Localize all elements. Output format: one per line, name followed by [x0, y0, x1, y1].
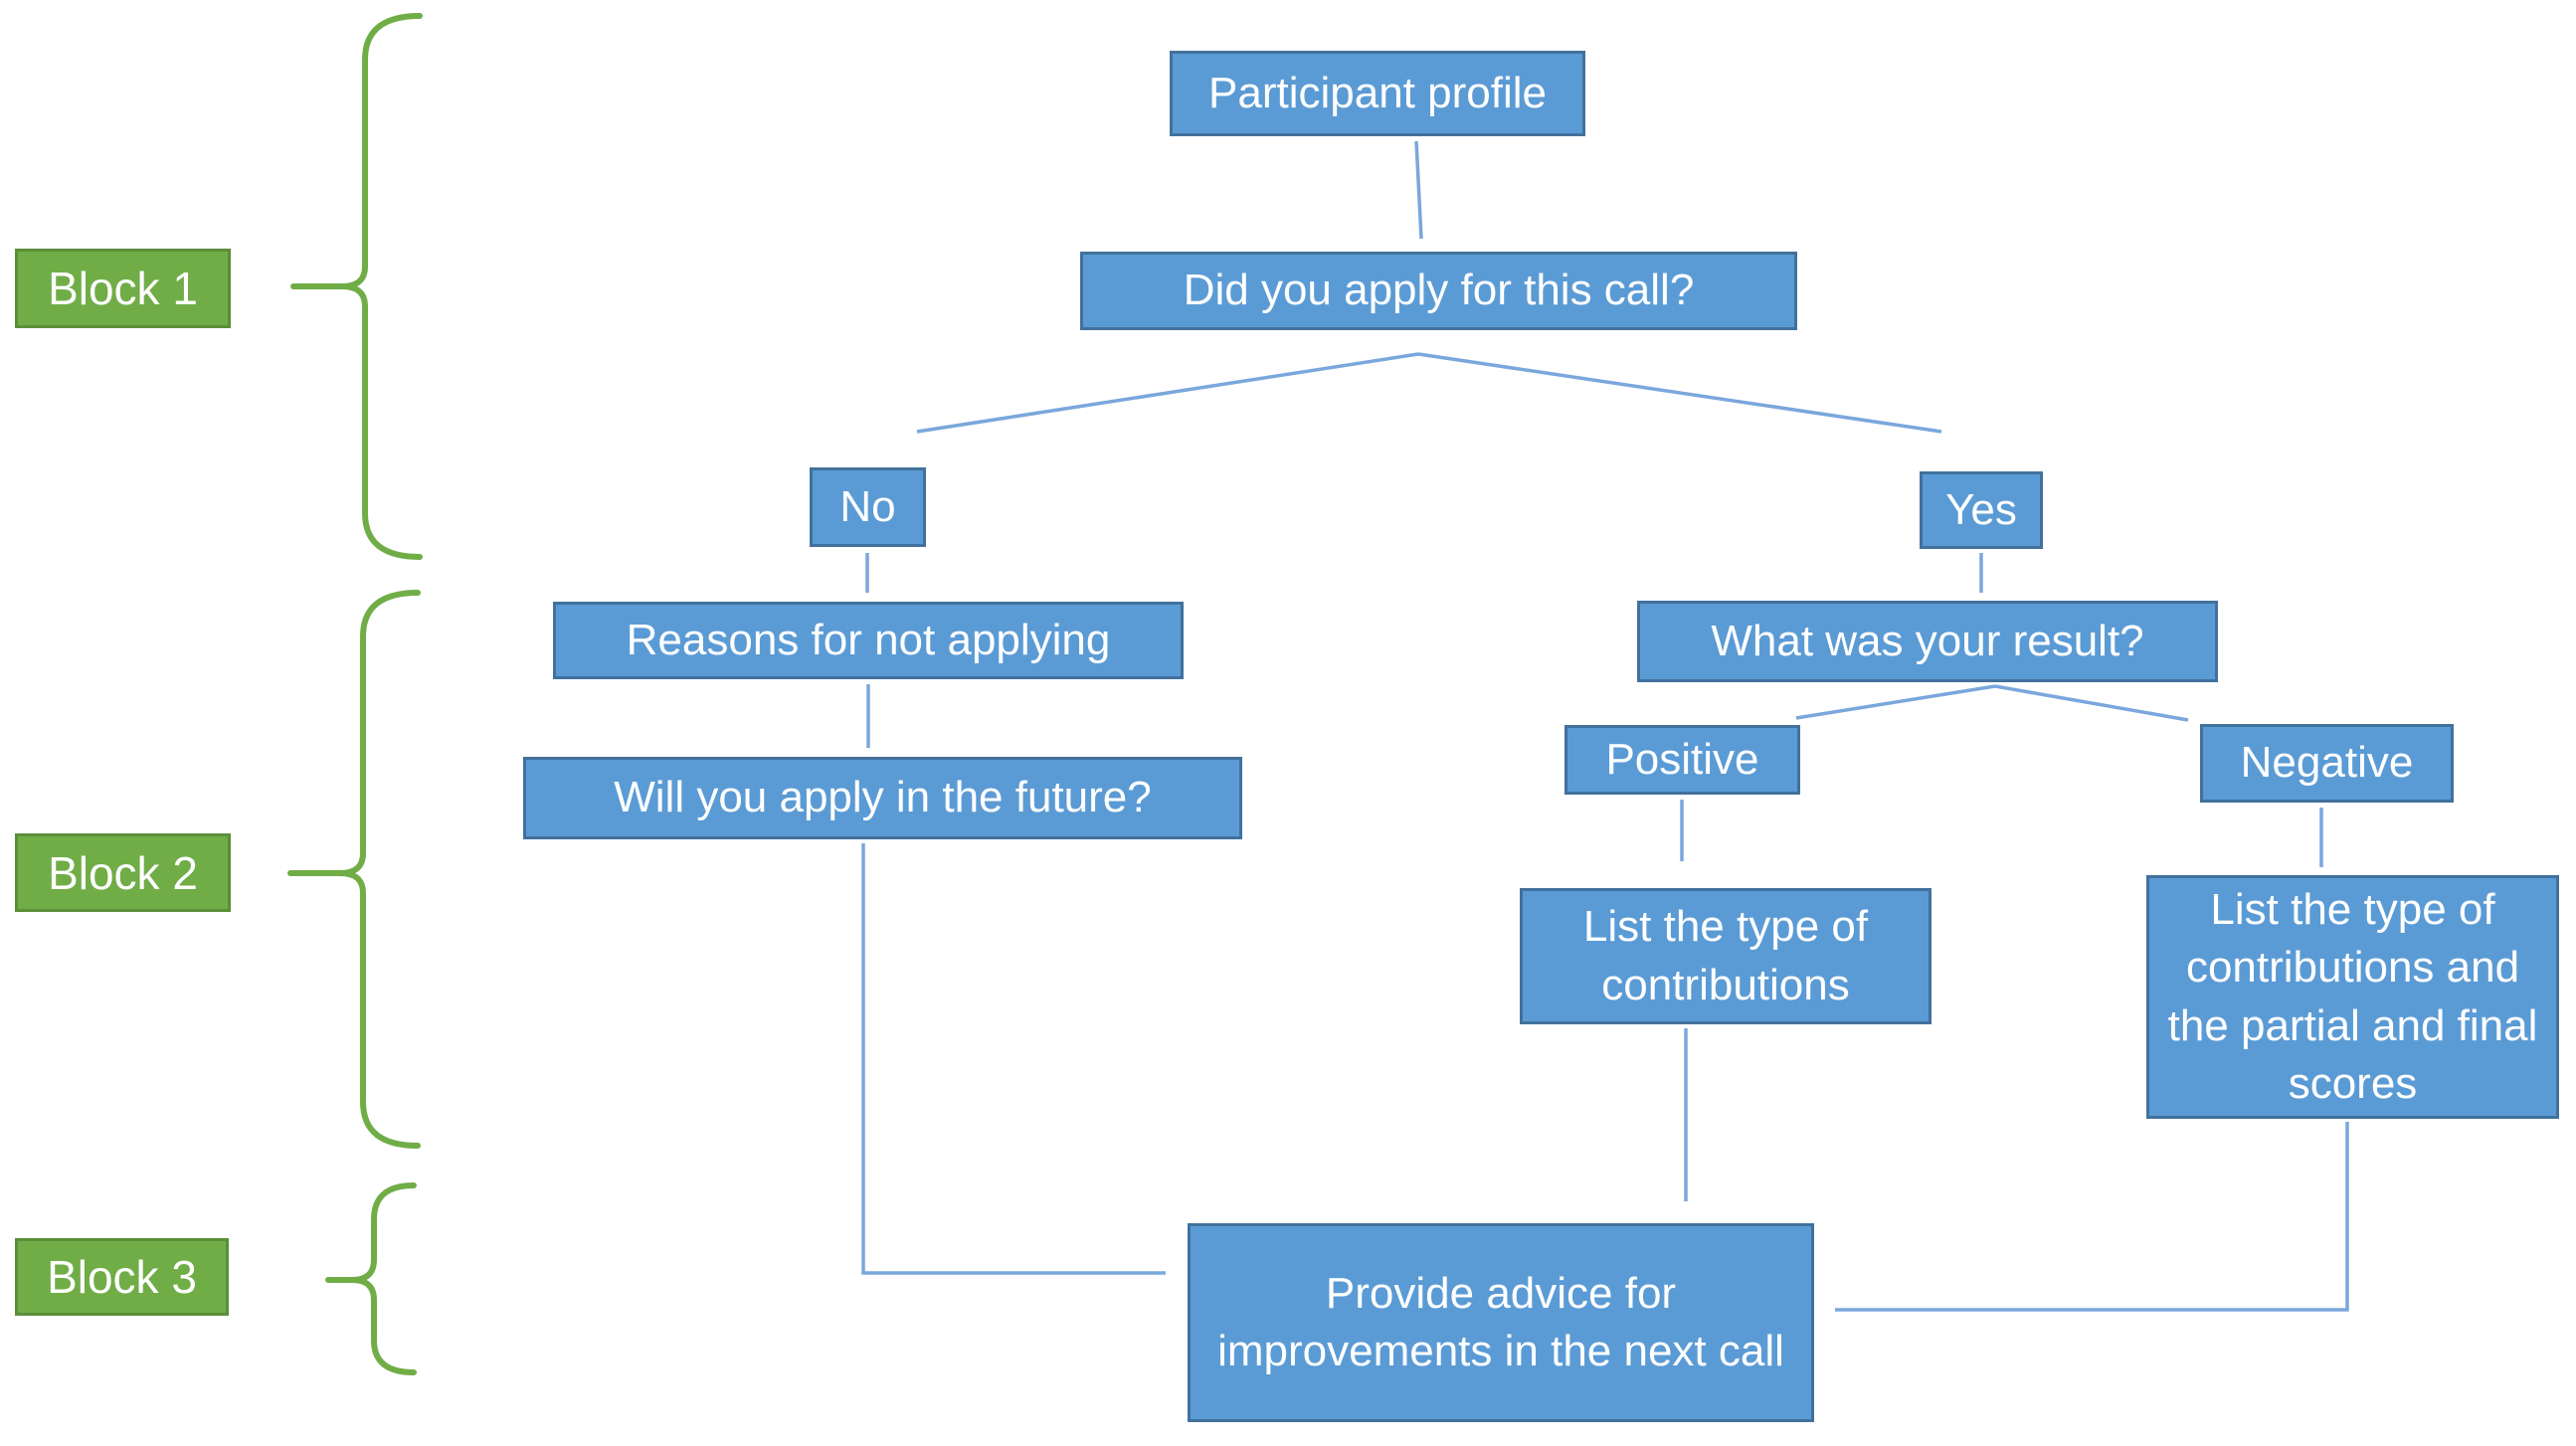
- node-participant-profile: Participant profile: [1170, 51, 1585, 136]
- node-positive: Positive: [1564, 725, 1800, 795]
- connector-listcontribscores-to-advice: [1835, 1122, 2349, 1312]
- brace-block-1: [290, 13, 423, 560]
- connector-willapply-to-advice: [861, 843, 1166, 1275]
- node-what-result: What was your result?: [1637, 601, 2218, 682]
- node-did-apply: Did you apply for this call?: [1080, 252, 1797, 330]
- node-provide-advice: Provide advice for improvements in the n…: [1188, 1223, 1814, 1422]
- label-block-3: Block 3: [15, 1238, 229, 1316]
- brace-block-2: [287, 590, 421, 1149]
- connector-whatresult-to-positive: [1795, 684, 1996, 720]
- node-will-apply: Will you apply in the future?: [523, 757, 1242, 839]
- connector-profile-to-didapply: [1414, 140, 1423, 240]
- node-reasons: Reasons for not applying: [553, 602, 1184, 679]
- node-negative: Negative: [2200, 724, 2454, 803]
- label-block-2: Block 2: [15, 833, 231, 912]
- node-yes: Yes: [1920, 471, 2043, 549]
- label-block-1: Block 1: [15, 249, 231, 328]
- connector-whatresult-to-negative: [1994, 684, 2189, 722]
- brace-block-3: [325, 1182, 417, 1375]
- connector-didapply-to-yes: [1417, 352, 1942, 434]
- node-list-contrib: List the type of contributions: [1520, 888, 1932, 1024]
- node-no: No: [810, 467, 926, 547]
- connector-didapply-to-no: [916, 352, 1419, 434]
- node-list-contrib-scores: List the type of contributions and the p…: [2146, 875, 2559, 1119]
